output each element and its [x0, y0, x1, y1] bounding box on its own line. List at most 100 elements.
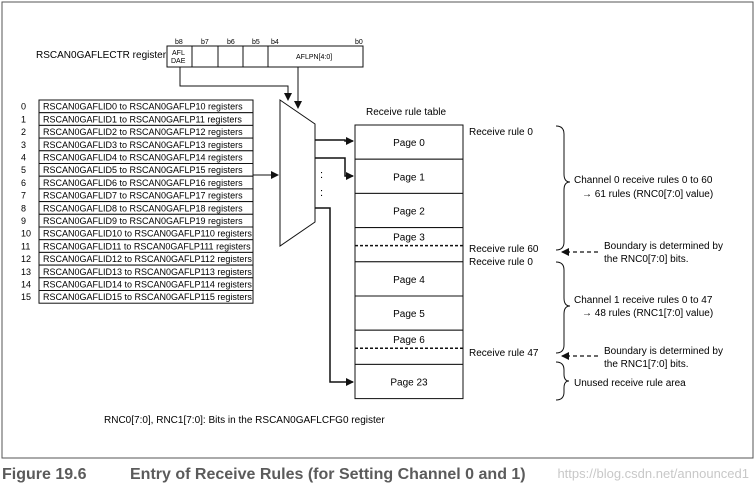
rule-table-page-label: Page 0	[393, 138, 425, 149]
page-index-label: 6	[21, 178, 26, 188]
mux-to-page23-arrow	[315, 207, 354, 386]
page-index-label: 4	[21, 153, 26, 163]
mux-to-page1-arrow	[315, 157, 354, 180]
bit-label-b8: b8	[175, 39, 183, 46]
afl-dae-arrow	[179, 67, 292, 101]
rule-table-page: Page 6	[354, 329, 464, 365]
watermark: https://blog.csdn.net/announced1	[557, 466, 749, 481]
receive-rule-0-mid-label: Receive rule 0	[469, 257, 533, 268]
bit-label-b0: b0	[355, 39, 363, 46]
mux-dots-lower: :	[320, 187, 323, 199]
channel0-brace	[555, 125, 571, 251]
rule-table-page-box	[354, 261, 464, 297]
rule-table-page-box	[354, 124, 464, 160]
page-register-label: RSCAN0GAFLID8 to RSCAN0GAFLP18 registers	[43, 203, 243, 213]
page-register-row: 3 RSCAN0GAFLID3 to RSCAN0GAFLP13 register…	[21, 137, 254, 152]
footnote: RNC0[7:0], RNC1[7:0]: Bits in the RSCAN0…	[104, 415, 385, 426]
rule-table-page-label: Page 2	[393, 207, 425, 218]
page-register-row: 2 RSCAN0GAFLID2 to RSCAN0GAFLP12 register…	[21, 124, 254, 139]
page-index-label: 5	[21, 165, 26, 175]
page-register-label: RSCAN0GAFLID15 to RSCAN0GAFLP115 registe…	[43, 292, 252, 302]
rule-table-page: Page 2	[354, 192, 464, 229]
page-register-label: RSCAN0GAFLID11 to RSCAN0GAFLP111 registe…	[43, 241, 251, 251]
rule-table-page: Page 0	[354, 124, 464, 160]
register-name: RSCAN0GAFLECTR register	[36, 50, 167, 61]
rule-table-page-box	[354, 363, 464, 400]
page-register-label: RSCAN0GAFLID4 to RSCAN0GAFLP14 registers	[43, 153, 243, 163]
page-index-label: 2	[21, 127, 26, 137]
bit-label-b5: b5	[252, 39, 260, 46]
rule-table-page-box	[354, 295, 464, 331]
receive-rule-47-label: Receive rule 47	[469, 348, 539, 359]
rule-table-page: Page 4	[354, 261, 464, 297]
receive-rule-60-label: Receive rule 60	[469, 244, 539, 255]
bit-label-b7: b7	[201, 39, 209, 46]
dae-label: DAE	[171, 58, 186, 65]
rule-table-page-label: Page 3	[393, 233, 425, 244]
page-register-label: RSCAN0GAFLID3 to RSCAN0GAFLP13 registers	[43, 140, 243, 150]
multiplexer	[279, 99, 316, 247]
page-register-label: RSCAN0GAFLID2 to RSCAN0GAFLP12 registers	[43, 127, 243, 137]
page-register-row: 4 RSCAN0GAFLID4 to RSCAN0GAFLP14 register…	[21, 150, 254, 165]
register-bit-labels: b8 b7 b6 b5 b4 b0	[175, 39, 363, 46]
page-register-row: 5 RSCAN0GAFLID5 to RSCAN0GAFLP15 register…	[21, 163, 254, 177]
page-index-label: 8	[21, 203, 26, 213]
page-index-label: 9	[21, 216, 26, 226]
page-register-row: 11 RSCAN0GAFLID11 to RSCAN0GAFLP111 regis…	[21, 239, 254, 253]
figure-frame	[1, 1, 754, 459]
page-register-label: RSCAN0GAFLID7 to RSCAN0GAFLP17 registers	[43, 191, 243, 201]
figure-caption: Figure 19.6 Entry of Receive Rules (for …	[0, 464, 755, 489]
bit-label-b6: b6	[227, 39, 235, 46]
page-index-label: 15	[21, 292, 31, 302]
page-index-label: 7	[21, 191, 26, 201]
page-register-label: RSCAN0GAFLID10 to RSCAN0GAFLP110 registe…	[43, 229, 252, 239]
figure-title: Entry of Receive Rules (for Setting Chan…	[130, 466, 526, 483]
channel1-text-line2: → 48 rules (RNC1[7:0] value)	[582, 308, 713, 319]
unused-area-text: Unused receive rule area	[574, 378, 686, 389]
page-register-label: RSCAN0GAFLID6 to RSCAN0GAFLP16 registers	[43, 178, 243, 188]
register-box: AFL DAE AFLPN[4:0]	[166, 45, 364, 68]
page-index-label: 14	[21, 280, 31, 290]
rule-table-page: Page 1	[354, 158, 464, 194]
boundary1-text-line1: Boundary is determined by	[604, 346, 723, 357]
boundary0-text-line1: Boundary is determined by	[604, 241, 723, 252]
page-index-label: 11	[21, 241, 30, 251]
mux-dots-upper: :	[320, 169, 323, 181]
page-index-label: 0	[21, 102, 26, 112]
rule-table-page-label: Page 1	[393, 172, 425, 183]
rule-table-page-label: Page 4	[393, 275, 425, 286]
afl-label: AFL	[172, 50, 185, 57]
page-register-row: 15 RSCAN0GAFLID15 to RSCAN0GAFLP115 regis…	[21, 290, 254, 304]
diagram-svg: RSCAN0GAFLECTR register b8 b7 b6 b5 b4 b…	[1, 1, 754, 459]
rule-table-page-box	[354, 192, 464, 229]
boundary1-text-line2: the RNC1[7:0] bits.	[604, 359, 688, 370]
page-register-label: RSCAN0GAFLID14 to RSCAN0GAFLP114 registe…	[43, 280, 252, 290]
page-register-cell	[38, 290, 254, 304]
page-register-label: RSCAN0GAFLID5 to RSCAN0GAFLP15 registers	[43, 165, 243, 175]
rule-table-page-label: Page 6	[393, 335, 425, 346]
page-index-label: 3	[21, 140, 26, 150]
page-register-row: 14 RSCAN0GAFLID14 to RSCAN0GAFLP114 regis…	[21, 277, 254, 291]
page-index-label: 10	[21, 229, 31, 239]
page-index-label: 13	[21, 267, 31, 277]
boundary0-text-line2: the RNC0[7:0] bits.	[604, 254, 688, 265]
rule-table-page-box	[354, 329, 464, 365]
page-index-label: 1	[21, 114, 26, 124]
page-register-row: 10 RSCAN0GAFLID10 to RSCAN0GAFLP110 regis…	[21, 226, 254, 241]
rule-table-page: Page 3	[354, 227, 464, 263]
channel0-text-line2: → 61 rules (RNC0[7:0] value)	[582, 189, 713, 200]
channel0-text-line1: Channel 0 receive rules 0 to 60	[574, 175, 713, 186]
receive-rule-0-top-label: Receive rule 0	[469, 127, 533, 138]
channel1-brace	[555, 261, 571, 354]
page-register-label: RSCAN0GAFLID1 to RSCAN0GAFLP11 registers	[43, 114, 242, 124]
channel1-text-line1: Channel 1 receive rules 0 to 47	[574, 295, 713, 306]
unused-brace	[555, 361, 570, 401]
page-register-row: 6 RSCAN0GAFLID6 to RSCAN0GAFLP16 register…	[21, 175, 254, 190]
